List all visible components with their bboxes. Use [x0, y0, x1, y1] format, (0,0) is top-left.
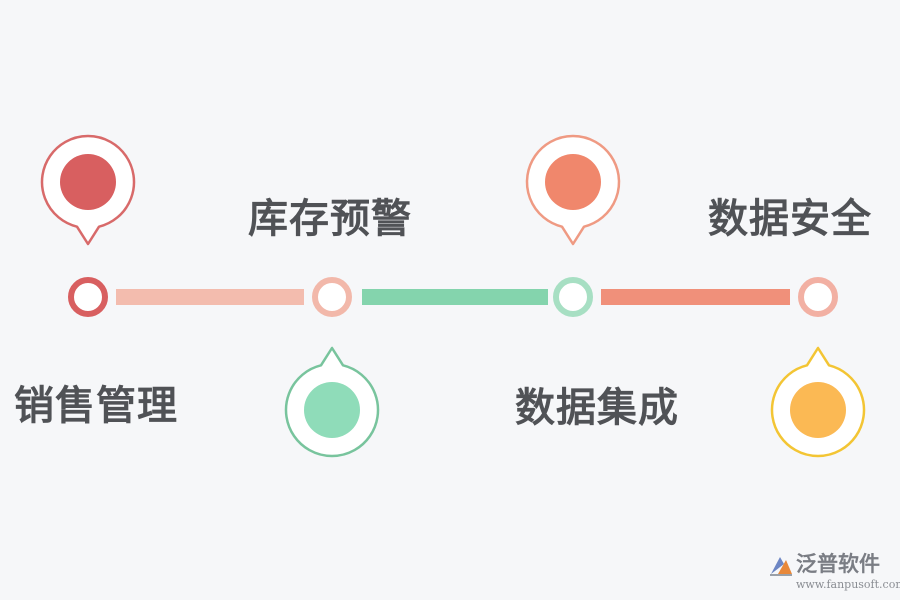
pin-sales-management — [40, 134, 136, 246]
pin-dot — [60, 154, 116, 210]
timeline-nodes — [68, 277, 838, 317]
segment-1 — [116, 289, 304, 305]
node-sales-management — [68, 277, 108, 317]
node-data-integration — [553, 277, 593, 317]
pin-dot — [545, 154, 601, 210]
segment-3 — [601, 289, 790, 305]
fanpu-logo-icon — [770, 557, 792, 576]
pin-inventory-warning — [284, 346, 380, 458]
pin-data-security — [770, 346, 866, 458]
brand-name: 泛普软件 — [796, 552, 880, 576]
node-data-security — [798, 277, 838, 317]
pin-dot — [790, 382, 846, 438]
node-inventory-warning — [312, 277, 352, 317]
brand-logo: 泛普软件 www.fanpusoft.com — [768, 552, 900, 596]
milestone-label-data-security: 数据安全 — [708, 196, 872, 242]
milestone-label-data-integration: 数据集成 — [515, 385, 679, 431]
timeline-pins — [40, 134, 866, 458]
milestone-label-sales-management: 销售管理 — [14, 383, 178, 429]
segment-2 — [362, 289, 548, 305]
pin-dot — [304, 382, 360, 438]
timeline-segments — [116, 289, 790, 305]
pin-data-integration — [525, 134, 621, 246]
brand-url: www.fanpusoft.com — [796, 578, 900, 591]
milestone-label-inventory-warning: 库存预警 — [248, 196, 412, 242]
